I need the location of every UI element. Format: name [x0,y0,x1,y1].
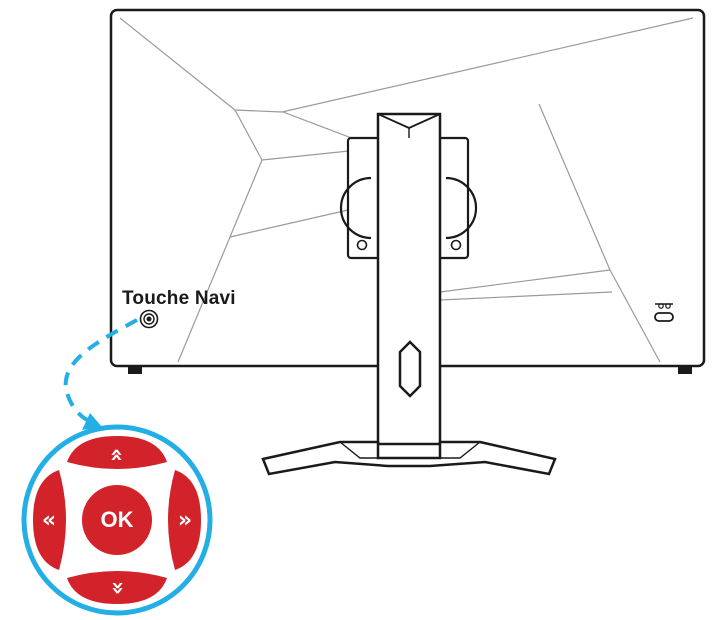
navi-joystick-icon [139,309,159,329]
dashed-pointer-arrow [63,318,138,424]
panel-foot-right [678,365,692,374]
pointer-arrowhead [82,413,102,430]
double-chevron-right-icon: » [178,508,192,533]
double-chevron-left-icon: « [42,508,56,533]
navi-key-enlarged: » » « » OK [21,424,213,616]
stand-base [261,440,557,476]
double-chevron-down-icon: » [105,581,130,595]
navi-right-button[interactable]: » [168,470,201,570]
navi-key-label: Touche Navi [122,288,236,309]
kensington-lock-icon [654,303,674,322]
double-chevron-up-icon: » [104,448,129,462]
navi-ok-button[interactable]: OK [82,485,152,555]
navi-left-button[interactable]: « [33,470,66,570]
ok-label: OK [101,507,134,532]
cable-management-hole [398,340,422,398]
panel-decor-lines [119,17,694,363]
navi-up-button[interactable]: » [67,436,167,469]
panel-foot-left [128,365,142,374]
navi-down-button[interactable]: » [67,571,167,604]
